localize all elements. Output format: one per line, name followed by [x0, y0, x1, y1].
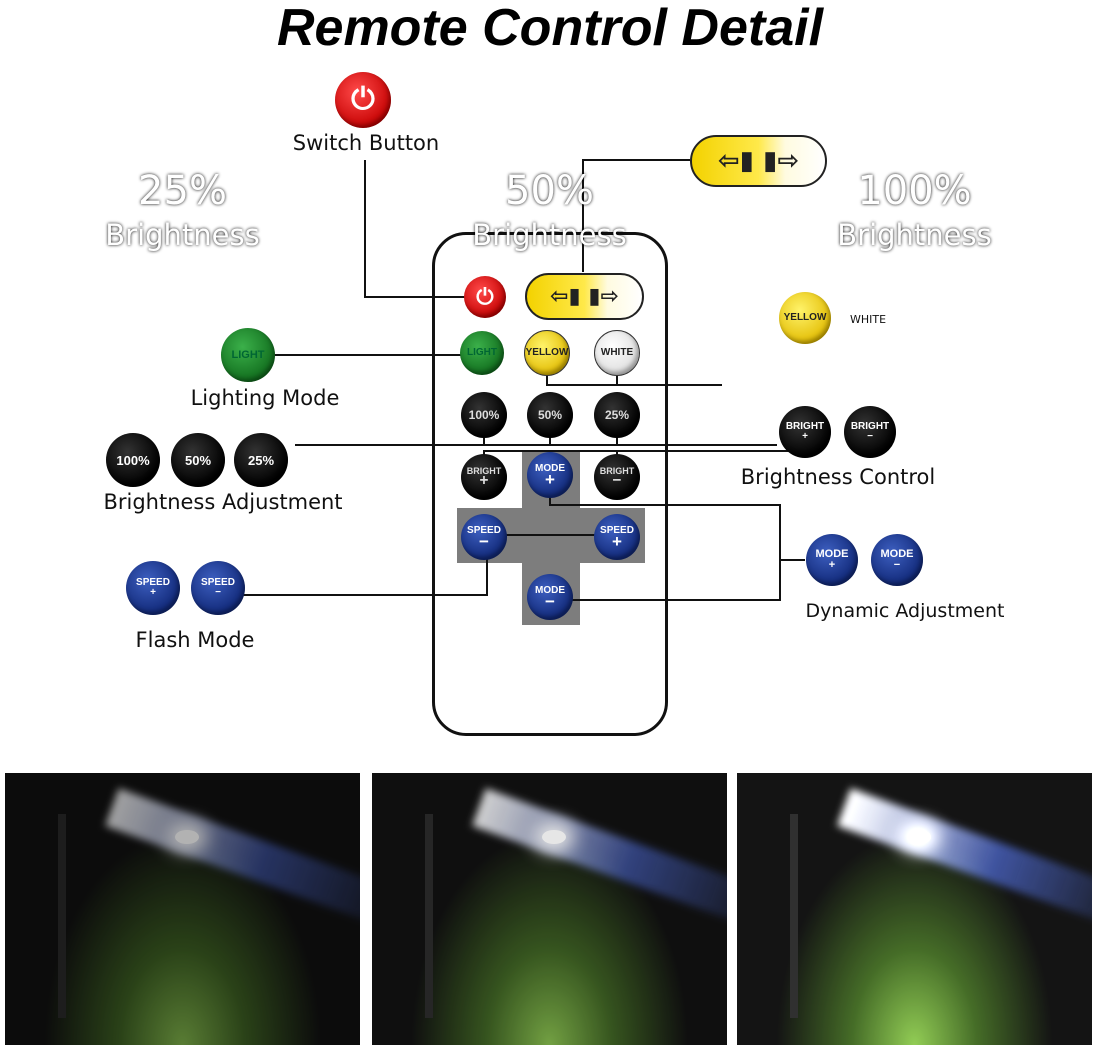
- line-speed: [240, 534, 597, 596]
- yellow-button[interactable]: YELLOW: [524, 330, 570, 376]
- brightness-adjustment-label: Brightness Adjustment: [103, 490, 343, 514]
- arrow-glyphs: ⇦▮ ▮⇨: [717, 146, 800, 176]
- btn-text: SPEED: [467, 525, 501, 537]
- color-temp-button[interactable]: ⇦▮ ▮⇨: [525, 273, 644, 320]
- bright-plus-button[interactable]: BRIGHT+: [461, 454, 507, 500]
- light-beam: [471, 787, 727, 935]
- btn-text: MODE: [815, 548, 849, 560]
- arrow-glyphs: ⇦▮ ▮⇨: [550, 284, 619, 309]
- minus-icon: −: [479, 532, 489, 552]
- btn-text: SPEED: [136, 577, 170, 588]
- photo-50-brightness: [372, 773, 727, 1045]
- photo-caption: Brightness: [837, 218, 992, 252]
- lamp: [175, 830, 200, 845]
- plus-icon: +: [612, 532, 622, 552]
- yellow-icon: YELLOW: [779, 292, 831, 344]
- btn-text: MODE: [880, 548, 914, 560]
- line-bright: [483, 450, 790, 455]
- line-mode: [549, 497, 805, 601]
- bright-minus-icon: BRIGHT−: [844, 406, 896, 458]
- btn-text: BRIGHT: [466, 466, 502, 477]
- lighting-mode-label: Lighting Mode: [190, 386, 340, 410]
- mode-plus-button[interactable]: MODE+: [527, 452, 573, 498]
- plus-icon: +: [828, 559, 836, 571]
- minus-icon: −: [867, 431, 873, 442]
- tree: [790, 813, 799, 1018]
- plus-icon: +: [802, 431, 808, 442]
- power-icon: ⏻: [335, 72, 391, 128]
- light-beam: [104, 787, 360, 935]
- speed-plus-button[interactable]: SPEED+: [594, 514, 640, 560]
- mode-minus-button[interactable]: MODE−: [527, 574, 573, 620]
- photo-caption: Brightness: [105, 218, 260, 252]
- btn-text: MODE: [535, 585, 565, 597]
- bright-plus-icon: BRIGHT+: [779, 406, 831, 458]
- line-percent: [295, 435, 777, 446]
- photo-caption: Brightness: [472, 218, 627, 252]
- btn-text: BRIGHT: [785, 421, 825, 432]
- speed-minus-button[interactable]: SPEED−: [461, 514, 507, 560]
- brightness-100-button[interactable]: 100%: [461, 392, 507, 438]
- speed-plus-icon: SPEED+: [126, 561, 180, 615]
- btn-text: SPEED: [600, 525, 634, 537]
- btn-text: SPEED: [201, 577, 235, 588]
- photo-percent: 100%: [857, 168, 972, 214]
- speed-minus-icon: SPEED−: [191, 561, 245, 615]
- white-button[interactable]: WHITE: [594, 330, 640, 376]
- line-color-temp: [582, 159, 690, 272]
- light-button[interactable]: LIGHT: [460, 331, 504, 375]
- photo-percent: 25%: [138, 168, 227, 214]
- page-title: Remote Control Detail: [276, 0, 824, 57]
- light-beam: [836, 787, 1092, 935]
- photo-25-brightness: [5, 773, 360, 1045]
- lamp: [907, 830, 932, 845]
- photo-percent: 50%: [505, 168, 594, 214]
- mode-plus-icon: MODE+: [806, 534, 858, 586]
- btn-text: BRIGHT: [599, 466, 635, 477]
- light-icon: LIGHT: [221, 328, 275, 382]
- plus-icon: +: [479, 472, 489, 490]
- flash-mode-label: Flash Mode: [135, 628, 255, 652]
- photo-100-brightness: [737, 773, 1092, 1045]
- btn-text: BRIGHT: [850, 421, 890, 432]
- plus-icon: +: [150, 587, 156, 598]
- color-temp-arrows-icon: ⇦▮ ▮⇨: [690, 135, 827, 187]
- power-button[interactable]: ⏻: [464, 276, 506, 318]
- brightness-50-button[interactable]: 50%: [527, 392, 573, 438]
- minus-icon: −: [893, 559, 901, 571]
- brightness-control-label: Brightness Control: [740, 465, 936, 489]
- plus-icon: +: [545, 470, 555, 490]
- brightness-100-icon: 100%: [106, 433, 160, 487]
- minus-icon: −: [215, 587, 221, 598]
- bright-minus-button[interactable]: BRIGHT−: [594, 454, 640, 500]
- btn-text: MODE: [535, 463, 565, 475]
- brightness-25-button[interactable]: 25%: [594, 392, 640, 438]
- lamp: [542, 830, 567, 845]
- dynamic-adjustment-label: Dynamic Adjustment: [805, 600, 1005, 622]
- brightness-50-icon: 50%: [171, 433, 225, 487]
- minus-icon: −: [612, 472, 622, 490]
- white-label: WHITE: [850, 313, 887, 326]
- tree: [58, 813, 67, 1018]
- tree: [425, 813, 434, 1018]
- brightness-25-icon: 25%: [234, 433, 288, 487]
- line-yellow-white: [546, 373, 722, 386]
- mode-minus-icon: MODE−: [871, 534, 923, 586]
- line-switch: [364, 160, 465, 298]
- switch-button-label: Switch Button: [292, 131, 440, 155]
- minus-icon: −: [545, 592, 555, 612]
